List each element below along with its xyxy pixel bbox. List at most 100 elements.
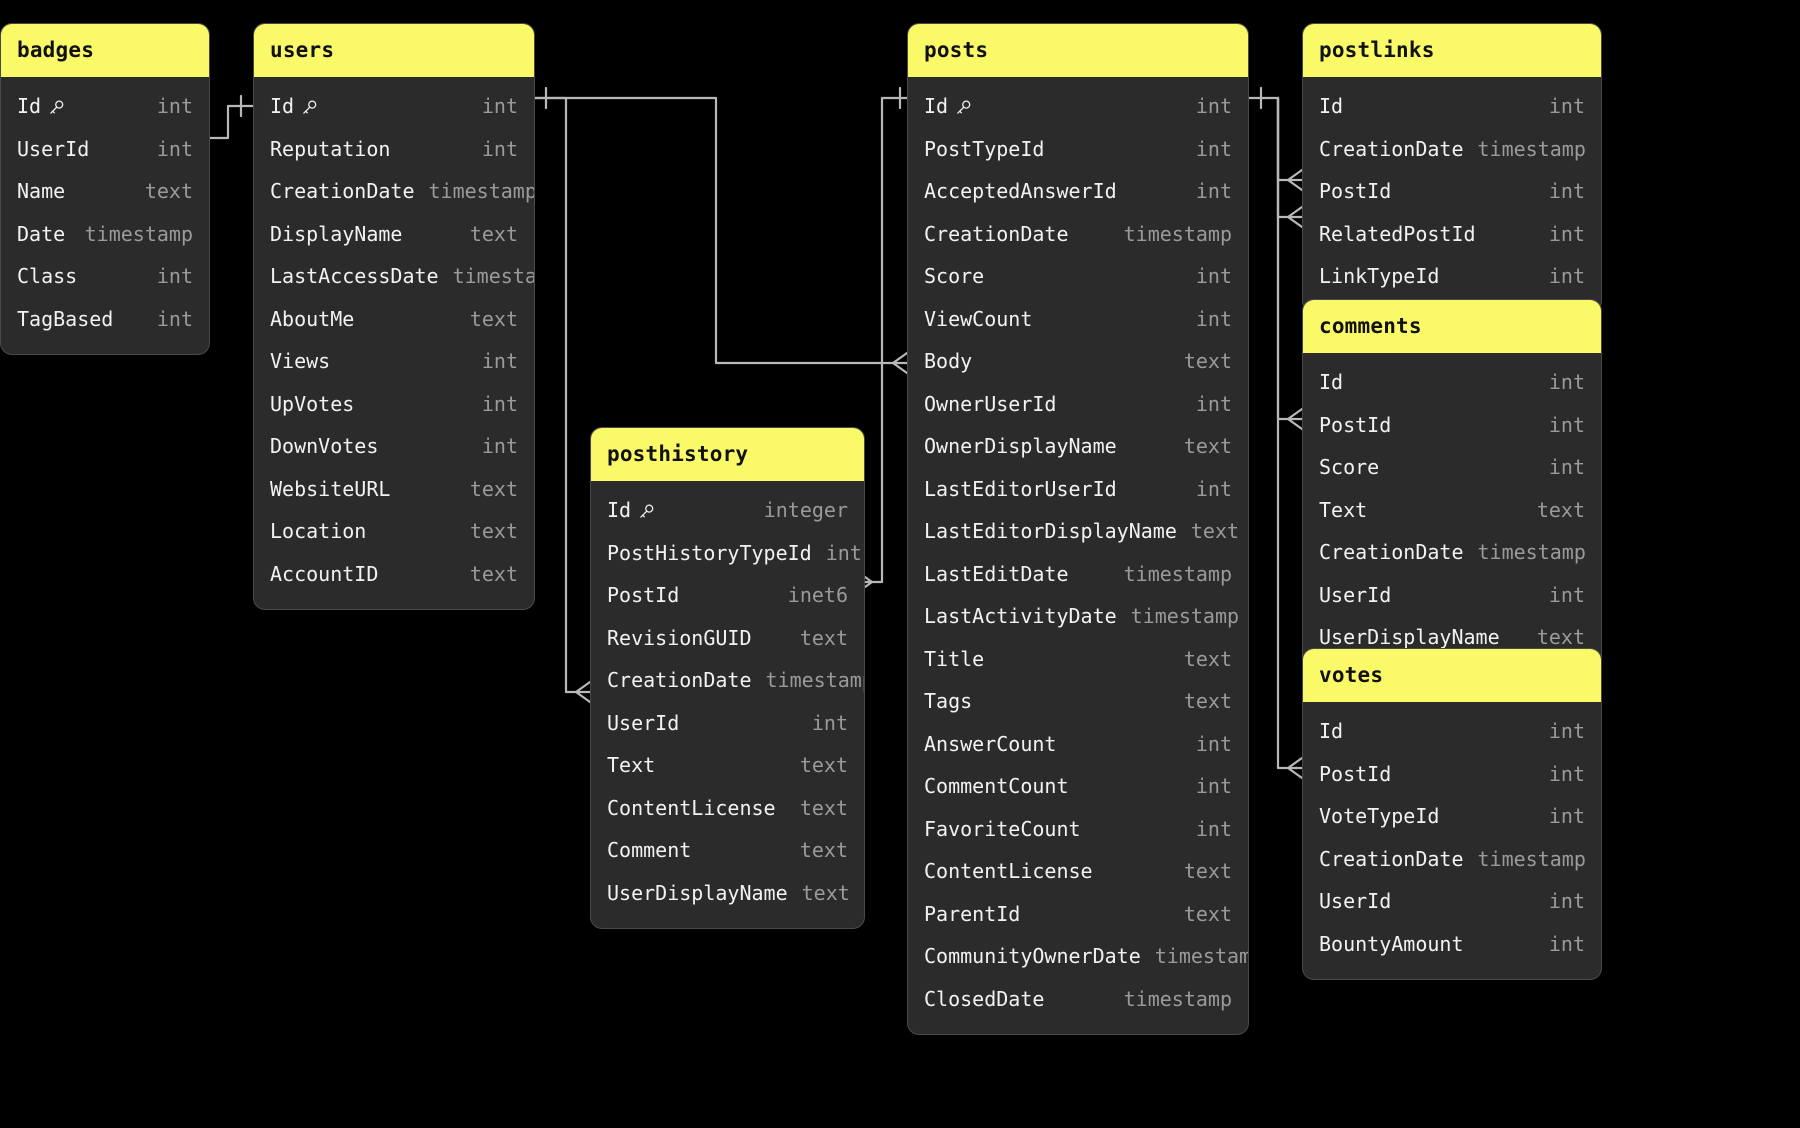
field-name: VoteTypeId [1319, 804, 1439, 828]
field-type: timestamp [1477, 540, 1586, 565]
field-row[interactable]: LastAccessDatetimestamp [254, 255, 534, 298]
field-type: text [1183, 901, 1232, 926]
field-name: ViewCount [924, 307, 1032, 331]
field-name-label: ViewCount [924, 306, 1033, 331]
field-type: text [799, 625, 848, 650]
field-name-label: FavoriteCount [924, 816, 1081, 841]
field-name-label: AcceptedAnswerId [924, 179, 1117, 204]
field-type: timestamp [428, 179, 535, 204]
field-type: int [1195, 816, 1232, 841]
field-name: Text [1319, 498, 1367, 522]
field-name-label: PostId [1319, 412, 1392, 437]
field-name: UserDisplayName [607, 881, 788, 905]
field-type: int [1548, 221, 1585, 246]
crowfoot-postlinks-postid [1286, 168, 1304, 192]
field-type: int [481, 391, 518, 416]
field-row[interactable]: CommunityOwnerDatetimestamp [908, 935, 1248, 978]
field-name-label: RevisionGUID [607, 625, 752, 650]
crowfoot-comments-postid [1286, 407, 1304, 431]
field-type: int [156, 306, 193, 331]
field-row[interactable]: RevisionGUID text [591, 617, 864, 660]
field-type: int [1548, 889, 1585, 914]
table-title-postlinks: postlinks [1303, 24, 1601, 77]
field-row[interactable]: FavoriteCount int [908, 808, 1248, 851]
field-type: int [1195, 391, 1232, 416]
field-type: int [1548, 931, 1585, 956]
